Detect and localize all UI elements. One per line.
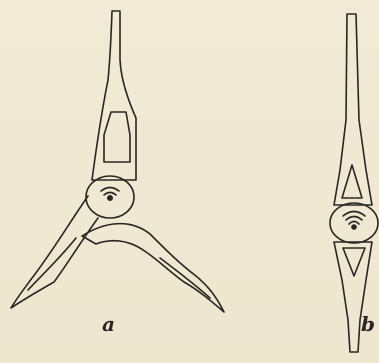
panel-b-drawing [330,14,378,352]
panel-a-arm-window [104,112,130,162]
panel-a-left-arm-inner [28,238,76,290]
panel-a-label: a [102,314,115,334]
panel-b-upper-shaft [334,14,372,205]
panel-a-drawing [11,11,224,312]
panel-b-upper-window [342,165,362,198]
panel-b-node-mark [343,212,365,230]
panel-a-left-arm [11,196,98,308]
panel-b-lower-window [343,248,365,276]
panel-b-central-node [330,203,378,243]
panel-a-right-arm [82,224,224,312]
panel-a-node-mark [101,188,119,201]
panel-a-right-arm-inner [160,258,210,298]
panel-b-label: b [361,314,375,334]
